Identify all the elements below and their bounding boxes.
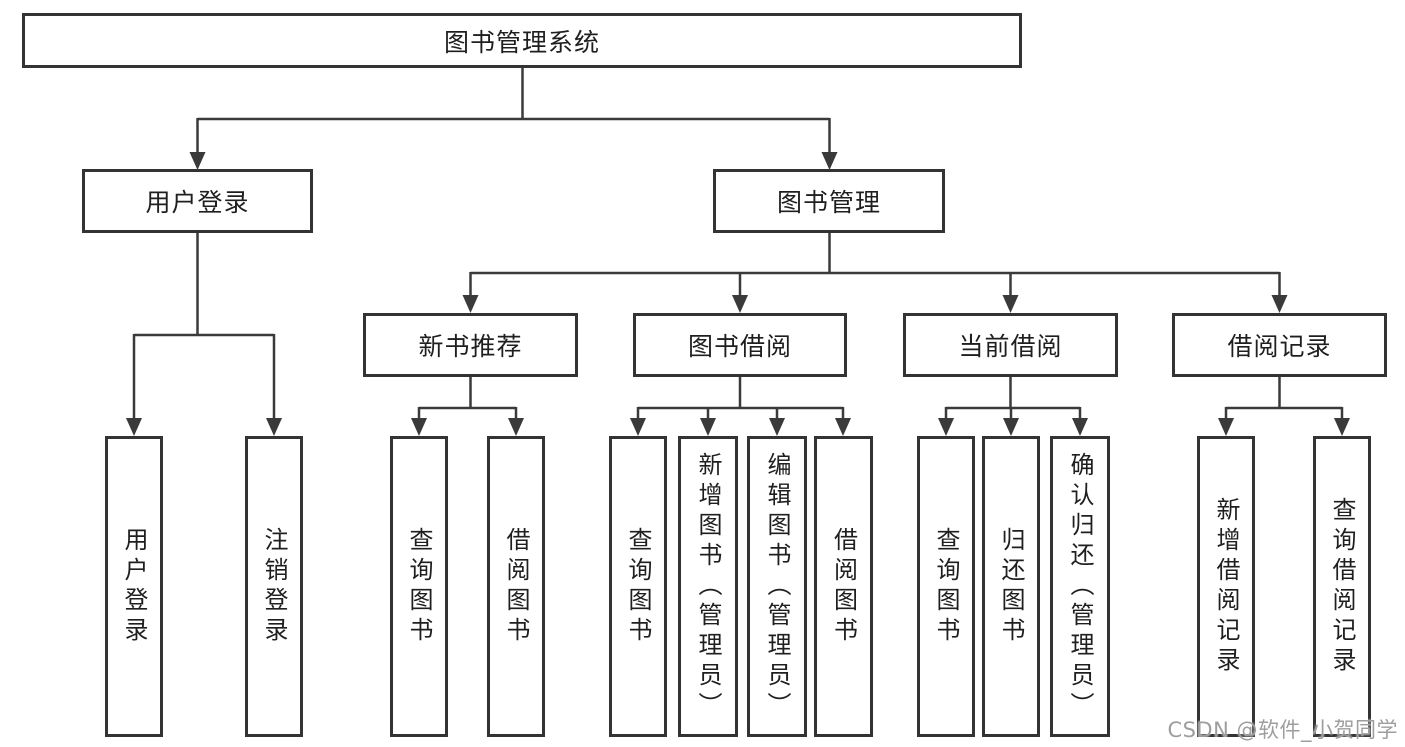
arrow-down-icon <box>126 418 142 436</box>
leaf-label: 借阅图书 <box>502 526 530 647</box>
leaf-box-borrow-book: 借阅图书 <box>814 436 873 737</box>
group-label: 借阅记录 <box>1227 332 1332 361</box>
branch-box-user-login: 用户登录 <box>82 169 313 233</box>
arrow-down-icon <box>1002 295 1019 313</box>
group-label: 新书推荐 <box>418 332 523 361</box>
group-box-book-borrow: 图书借阅 <box>633 313 847 377</box>
group-label: 当前借阅 <box>958 332 1063 361</box>
arrow-down-icon <box>508 418 524 436</box>
arrow-down-icon <box>1218 418 1234 436</box>
arrow-down-icon <box>938 418 954 436</box>
leaf-box-query-book: 查询图书 <box>609 436 667 737</box>
leaf-box-query-borrow-record: 查询借阅记录 <box>1313 436 1371 737</box>
leaf-box-borrow-book: 借阅图书 <box>487 436 545 737</box>
group-box-current-borrow: 当前借阅 <box>903 313 1118 377</box>
leaf-box-add-book-admin: 新增图书（管理员） <box>678 436 738 737</box>
leaf-box-query-book: 查询图书 <box>917 436 975 737</box>
leaf-label: 查询借阅记录 <box>1328 496 1356 677</box>
leaf-box-edit-book-admin: 编辑图书（管理员） <box>747 436 807 737</box>
arrow-down-icon <box>1072 418 1088 436</box>
arrow-down-icon <box>769 418 785 436</box>
leaf-label: 注销登录 <box>260 526 288 647</box>
arrow-down-icon <box>1271 295 1288 313</box>
leaf-box-confirm-return-admin: 确认归还（管理员） <box>1050 436 1110 737</box>
branch-label: 用户登录 <box>145 188 250 217</box>
csdn-watermark: CSDN @软件_小贺同学 <box>1167 718 1398 742</box>
leaf-label: 编辑图书（管理员） <box>763 451 791 722</box>
arrow-down-icon <box>821 152 838 170</box>
leaf-label: 用户登录 <box>120 526 148 647</box>
group-box-borrow-records: 借阅记录 <box>1172 313 1387 377</box>
leaf-box-query-book: 查询图书 <box>390 436 448 737</box>
leaf-label: 确认归还（管理员） <box>1066 451 1094 722</box>
arrow-down-icon <box>1334 418 1350 436</box>
arrow-down-icon <box>411 418 427 436</box>
leaf-label: 归还图书 <box>997 526 1025 647</box>
leaf-box-logout: 注销登录 <box>245 436 303 737</box>
branch-label: 图书管理 <box>776 188 881 217</box>
root-box: 图书管理系统 <box>22 13 1022 68</box>
arrow-down-icon <box>835 418 851 436</box>
leaf-label: 新增图书（管理员） <box>694 451 722 722</box>
root-label: 图书管理系统 <box>443 27 600 57</box>
arrow-down-icon <box>189 152 206 170</box>
connector-path <box>132 68 1344 420</box>
leaf-label: 查询图书 <box>932 526 960 647</box>
arrow-down-icon <box>1003 418 1019 436</box>
group-label: 图书借阅 <box>687 332 792 361</box>
leaf-label: 查询图书 <box>624 526 652 647</box>
leaf-label: 查询图书 <box>405 526 433 647</box>
leaf-label: 新增借阅记录 <box>1212 496 1240 677</box>
arrow-down-icon <box>732 295 748 313</box>
leaf-box-add-borrow-record: 新增借阅记录 <box>1197 436 1255 737</box>
arrow-down-icon <box>266 418 282 436</box>
arrow-down-icon <box>700 418 716 436</box>
arrow-down-icon <box>462 295 479 313</box>
leaf-label: 借阅图书 <box>829 526 858 647</box>
leaf-box-user-login: 用户登录 <box>105 436 163 737</box>
group-box-new-book-recommend: 新书推荐 <box>363 313 578 377</box>
branch-box-book-management: 图书管理 <box>713 169 945 233</box>
leaf-box-return-book: 归还图书 <box>982 436 1040 737</box>
arrow-down-icon <box>630 418 646 436</box>
